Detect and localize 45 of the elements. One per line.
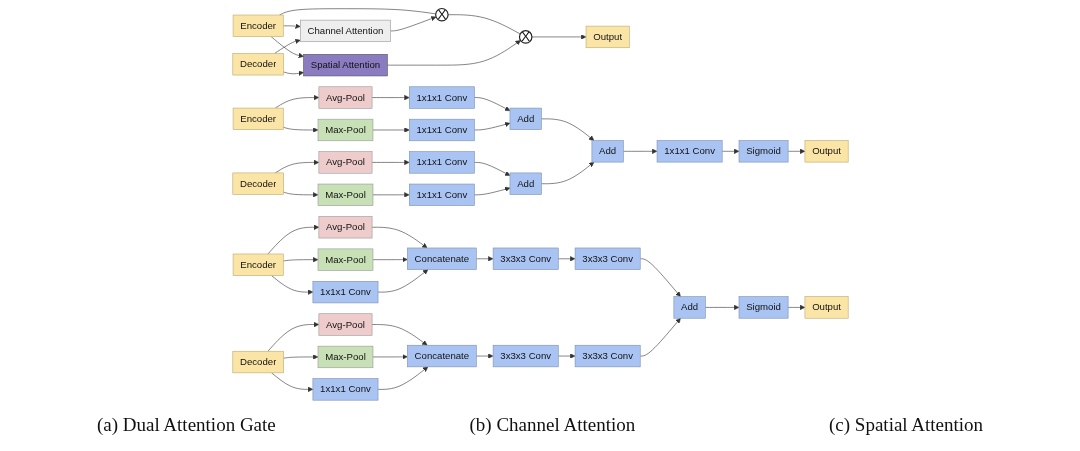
- node-box: Max-Pool: [317, 345, 373, 369]
- node-box: Sigmoid: [738, 140, 788, 163]
- node-box: Avg-Pool: [318, 151, 372, 174]
- node-box: Add: [591, 140, 624, 163]
- node-box: 1x1x1 Conv: [408, 183, 475, 206]
- node-box: Concatenate: [406, 344, 477, 368]
- node-box: 3x3x3 Conv: [574, 344, 640, 368]
- node-box: Output: [804, 296, 848, 319]
- node-box: 1x1x1 Conv: [408, 151, 475, 174]
- node-box: Max-Pool: [317, 248, 373, 271]
- node-box: Max-Pool: [317, 183, 373, 206]
- node-box: Encoder: [232, 107, 284, 130]
- node-box: 1x1x1 Conv: [408, 86, 475, 109]
- node-box: Add: [673, 296, 706, 319]
- node-box: Output: [804, 140, 848, 163]
- node-box: Spatial Attention: [302, 54, 388, 77]
- node-box: Decoder: [232, 350, 284, 374]
- node-box: Channel Attention: [299, 19, 391, 43]
- node-box: Encoder: [232, 14, 284, 37]
- node-box: 1x1x1 Conv: [656, 140, 722, 163]
- node-box: Avg-Pool: [318, 216, 372, 239]
- node-box: Avg-Pool: [318, 86, 372, 109]
- connector: [278, 8, 436, 16]
- panel-caption: (a) Dual Attention Gate: [96, 414, 276, 436]
- node-box: Sigmoid: [738, 296, 788, 319]
- node-box: Output: [585, 25, 630, 49]
- node-box: Encoder: [232, 253, 284, 276]
- node-box: 3x3x3 Conv: [492, 247, 559, 270]
- node-box: Concatenate: [406, 247, 477, 270]
- node-box: 3x3x3 Conv: [574, 247, 640, 270]
- node-box: Avg-Pool: [318, 313, 372, 336]
- node-box: Add: [509, 172, 542, 195]
- node-box: Decoder: [232, 172, 284, 195]
- node-box: Decoder: [232, 53, 284, 76]
- panel-caption: (b) Channel Attention: [469, 414, 636, 436]
- node-box: 1x1x1 Conv: [312, 281, 378, 304]
- node-box: 1x1x1 Conv: [408, 118, 475, 142]
- node-box: Add: [509, 107, 542, 130]
- node-box: Max-Pool: [317, 118, 373, 142]
- panel-caption: (c) Spatial Attention: [829, 414, 984, 436]
- node-box: 1x1x1 Conv: [312, 378, 378, 401]
- connector: [447, 14, 521, 35]
- node-circle: X: [518, 30, 532, 44]
- node-box: 3x3x3 Conv: [492, 344, 559, 368]
- node-circle: X: [434, 7, 449, 22]
